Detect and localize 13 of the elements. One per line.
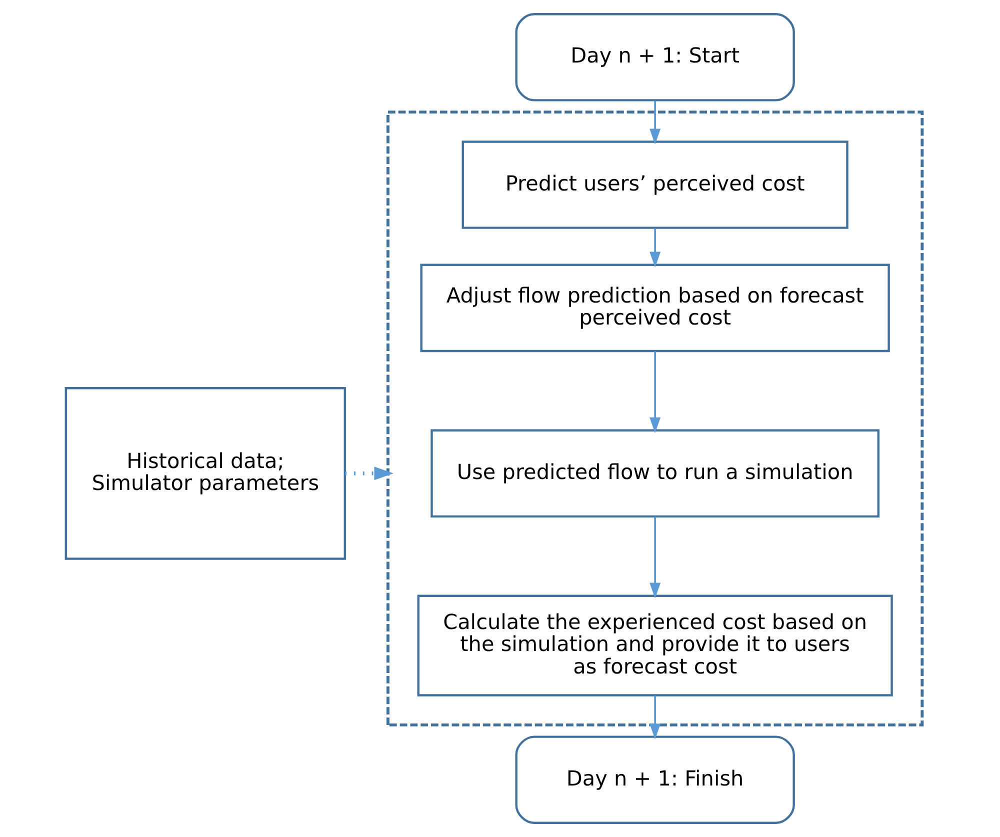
- arrow: [650, 228, 661, 268]
- arrow: [650, 696, 661, 740]
- node-box: Use predicted flow to run a simulation: [430, 429, 880, 518]
- node-box: Adjust flow prediction based on forecast perceived cost: [420, 264, 890, 352]
- arrow: [650, 100, 661, 144]
- node-box: Day n + 1: Finish: [515, 736, 795, 824]
- node-box: Day n + 1: Start: [515, 13, 795, 102]
- arrow: [650, 516, 661, 598]
- arrow: [345, 466, 394, 480]
- arrow: [650, 351, 661, 434]
- node-box: Historical data; Simulator parameters: [64, 386, 346, 560]
- node-box: Calculate the experienced cost based on the simulation and provide it to users as forecast cost: [417, 594, 893, 696]
- node-box: Predict users’ perceived cost: [462, 140, 848, 229]
